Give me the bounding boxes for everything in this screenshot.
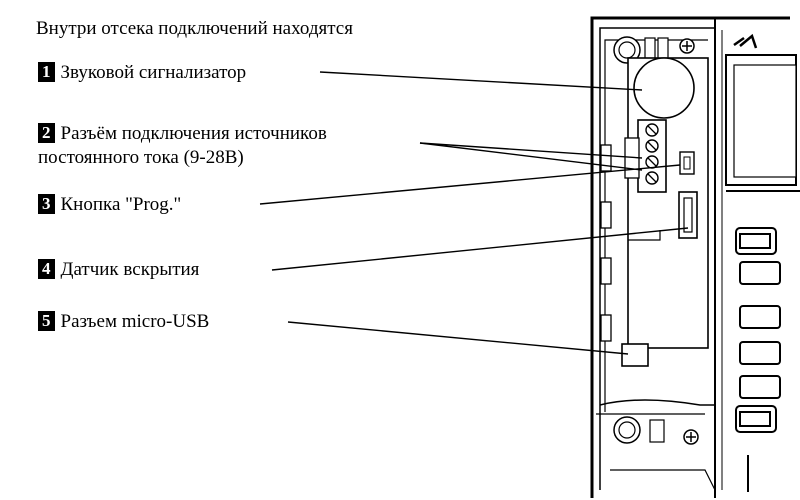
callout-number: 3 bbox=[38, 194, 55, 214]
callout-text: Кнопка "Prog." bbox=[60, 194, 182, 215]
callout-text: Датчик вскрытия bbox=[60, 259, 200, 280]
callout-text: Разъем micro-USB bbox=[60, 311, 210, 332]
device-housing bbox=[590, 16, 790, 498]
leader-line-5 bbox=[287, 321, 629, 355]
callout-number: 5 bbox=[38, 311, 55, 331]
leader-line-3 bbox=[259, 164, 681, 205]
keypad-buttons bbox=[735, 227, 781, 433]
top-screw bbox=[613, 36, 695, 64]
leader-line-1 bbox=[319, 71, 643, 91]
leader-lines bbox=[259, 71, 689, 355]
leader-line-2a bbox=[419, 142, 643, 159]
micro-usb-connector bbox=[621, 343, 649, 367]
callout-number: 1 bbox=[38, 62, 55, 82]
callout-text: Звуковой сигнализатор bbox=[60, 62, 247, 83]
signal-icon bbox=[733, 33, 758, 49]
callout-text: Разъём подключения источников bbox=[60, 123, 327, 144]
side-latches bbox=[600, 144, 612, 342]
page-heading: Внутри отсека подключений находятся bbox=[36, 18, 353, 39]
leader-line-4 bbox=[271, 227, 689, 271]
housing-inner-wall bbox=[599, 27, 715, 490]
callout-dc-connector-line2: постоянного тока (9-28В) bbox=[38, 147, 244, 168]
leader-line-2b bbox=[419, 142, 643, 171]
prog-button bbox=[679, 151, 695, 175]
tamper-sensor bbox=[678, 191, 698, 239]
buzzer bbox=[633, 57, 695, 119]
callout-number: 4 bbox=[38, 259, 55, 279]
bottom-screw bbox=[613, 416, 699, 445]
callout-number: 2 bbox=[38, 123, 55, 143]
